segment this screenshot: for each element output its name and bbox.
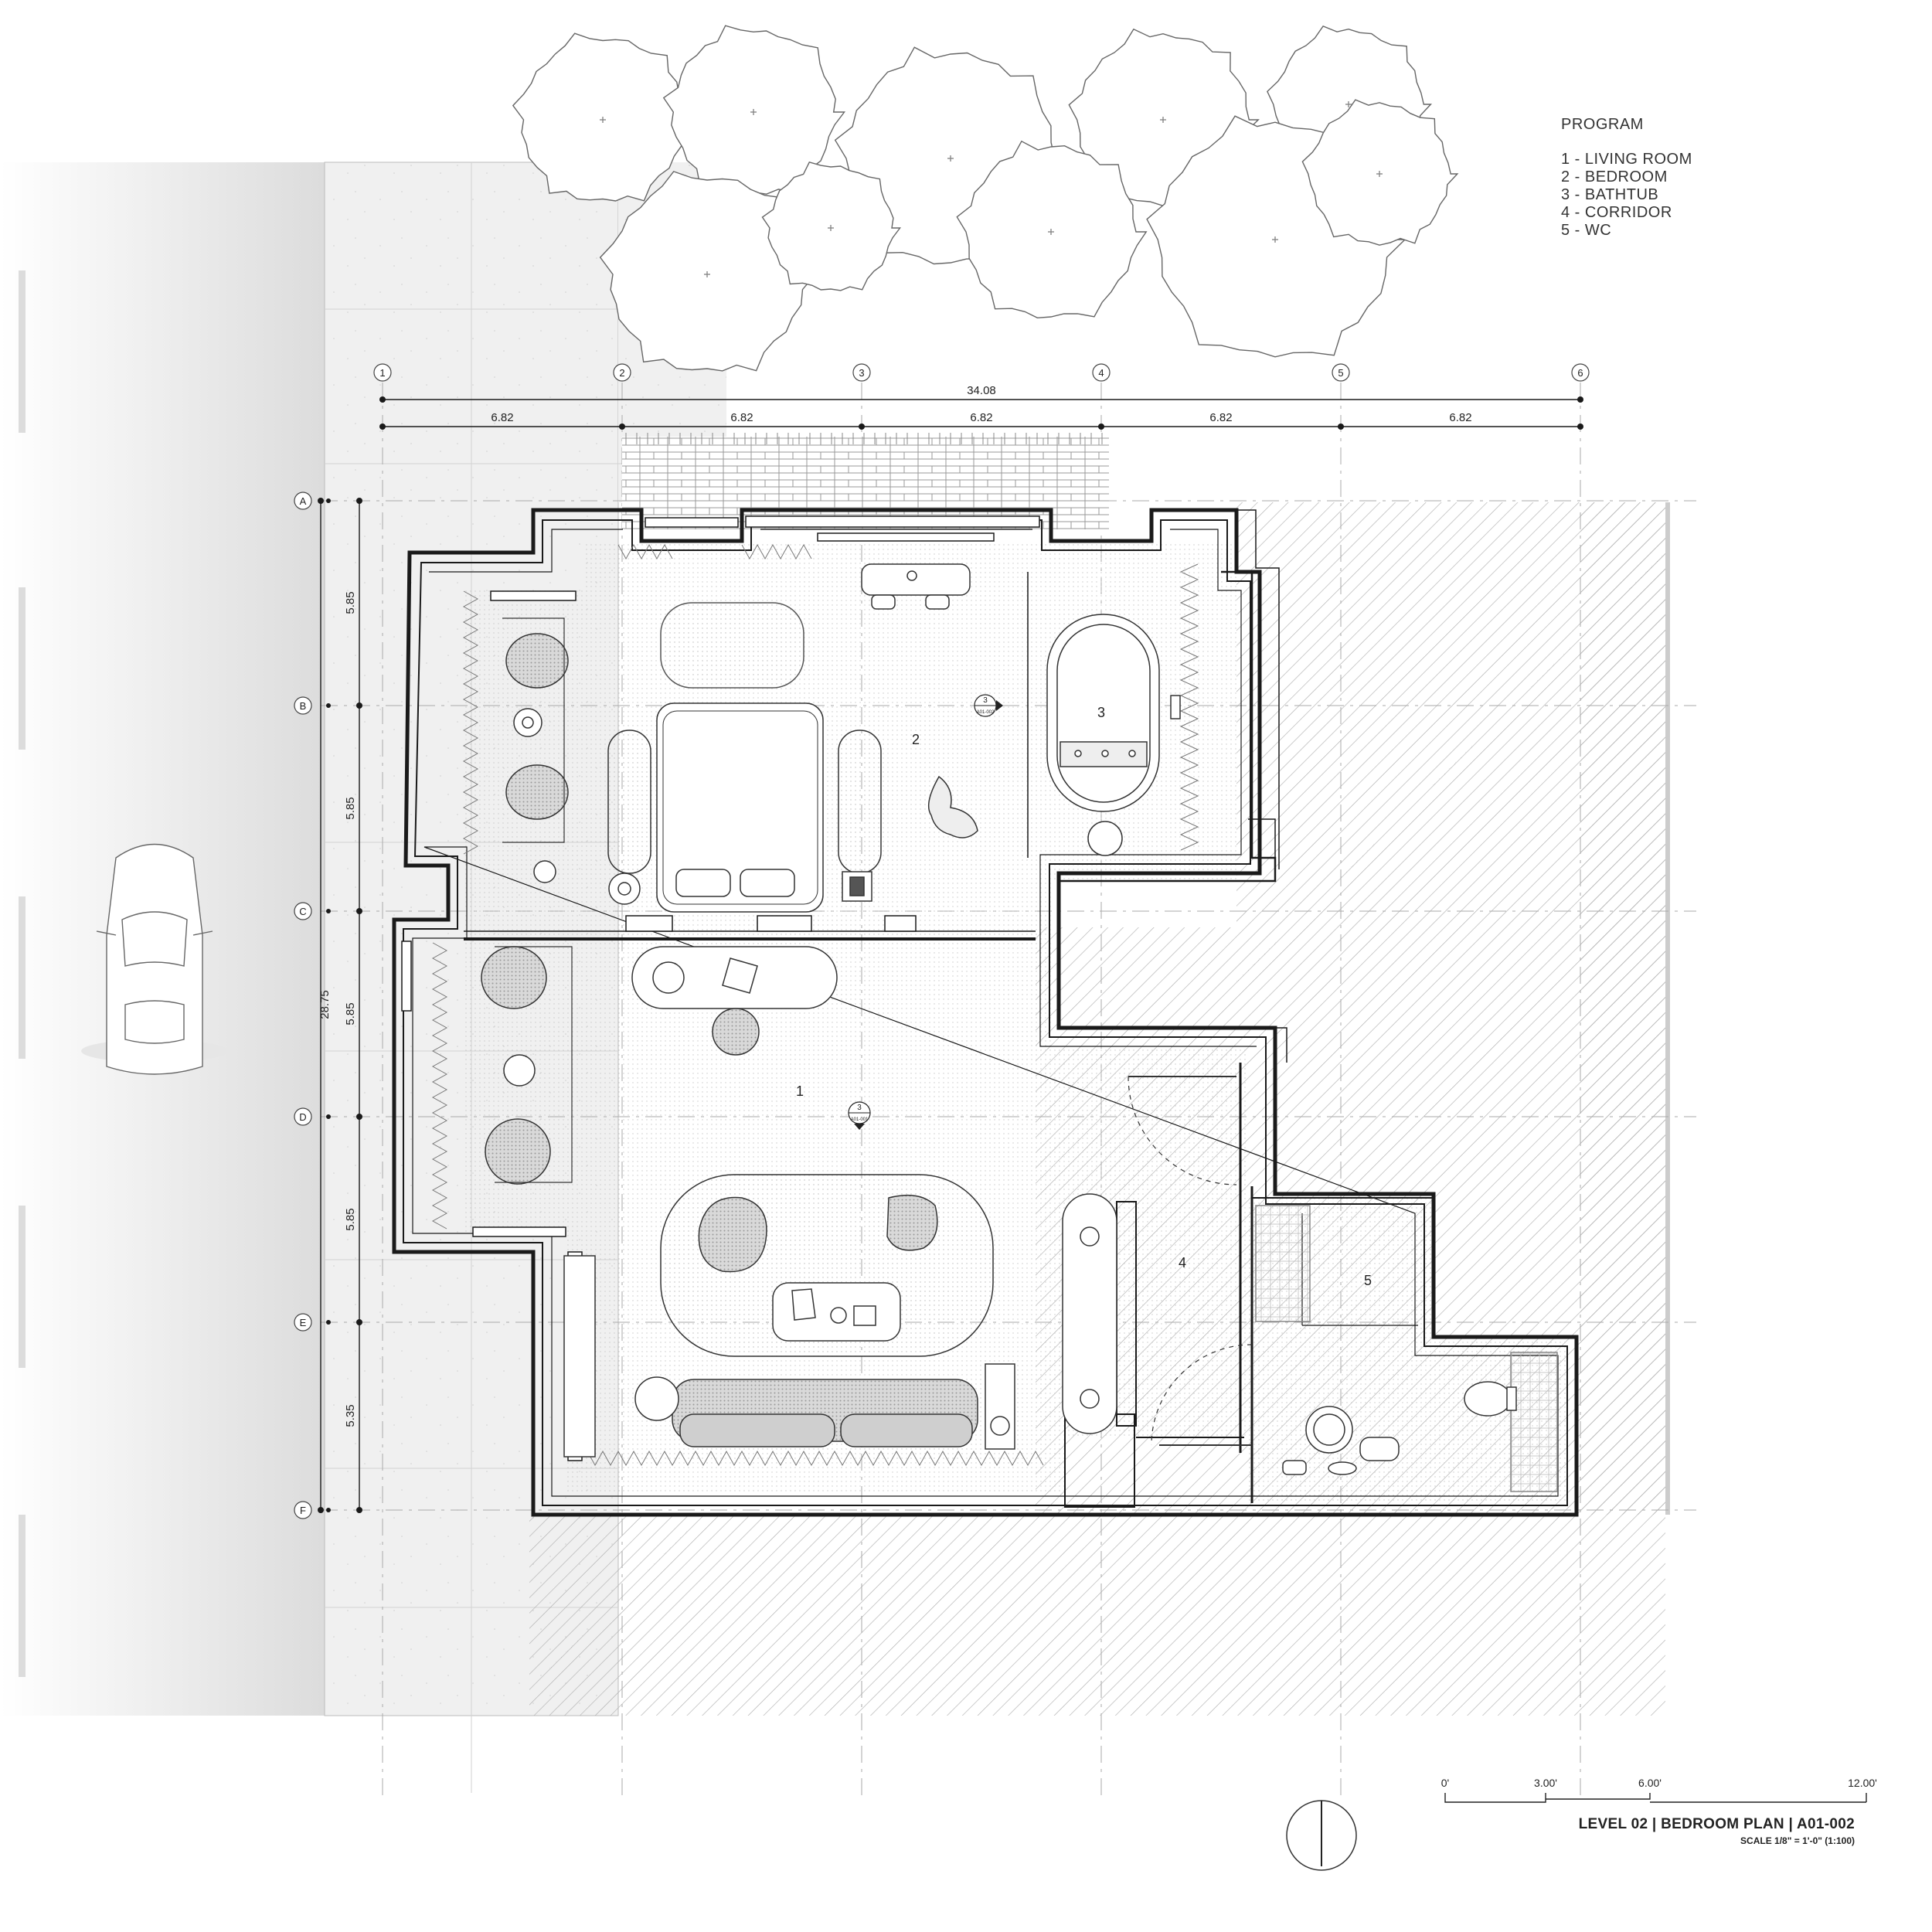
column-spacing-4: 6.82 [1209,411,1232,424]
program-item-corridor: 4 - CORRIDOR [1561,204,1672,221]
row-spacing-dimensions: 5.85 5.85 5.85 5.85 5.35 [344,591,357,1427]
scale-tick-6: 6.00' [1638,1777,1662,1789]
lounge-chair [698,1196,767,1273]
grid-row-label: C [299,906,306,917]
section-marker-bedroom: 3 A01-002 [974,694,1003,717]
room-label-bedroom: 2 [912,732,920,747]
grid-row-bubble: C [294,902,312,920]
program-item-living-room: 1 - LIVING ROOM [1561,151,1692,168]
brick-wall-fence [625,433,1103,444]
column-spacing-5: 6.82 [1449,411,1471,424]
row-spacing-4: 5.85 [344,1208,357,1230]
grid-row-bubble: D [294,1107,312,1126]
grid-column-bubble: 4 [1092,363,1111,382]
doors [1128,1076,1253,1446]
title-block: LEVEL 02 | BEDROOM PLAN | A01-002 SCALE … [1579,1816,1855,1846]
toilet [1464,1381,1512,1417]
grid-column-label: 6 [1577,367,1583,379]
column-spacing-2: 6.82 [730,411,753,424]
room-label-corridor: 4 [1179,1255,1186,1270]
bed-rug-left [607,730,651,874]
room-label-bathtub: 3 [1097,705,1105,720]
scale-bar-ticks: 0' 3.00' 6.00' 12.00' [1441,1777,1877,1789]
wc-fixtures [1255,1205,1558,1492]
section-marker-bedroom-number: 3 [983,696,988,705]
grid-column-bubble: 5 [1332,363,1350,382]
bed [656,702,824,913]
program-item-bedroom: 2 - BEDROOM [1561,168,1668,185]
grid-column-bubble: 1 [373,363,392,382]
program-legend: PROGRAM 1 - LIVING ROOM 2 - BEDROOM 3 - … [1561,116,1692,240]
grid-column-label: 3 [859,367,864,379]
grid-column-bubble: 3 [852,363,871,382]
section-marker-living: 3 A01-001 [848,1101,871,1130]
bench [660,602,804,689]
road-lane-markings [19,270,26,1677]
program-title: PROGRAM [1561,116,1644,133]
drawing-scale: SCALE 1/8" = 1'-0" (1:100) [1740,1835,1855,1846]
room-label-wc: 5 [1364,1273,1372,1288]
row-spacing-2: 5.85 [344,797,357,819]
grid-column-bubble: 6 [1571,363,1590,382]
drawing-title: LEVEL 02 | BEDROOM PLAN | A01-002 [1578,1816,1855,1832]
grid-row-label: B [300,700,307,712]
scale-bar [1444,1793,1867,1803]
grid-row-label: A [300,495,307,507]
grid-column-label: 5 [1338,367,1343,379]
grid-column-bubble: 2 [613,363,631,382]
bathtub-fixtures [1046,614,1181,856]
grid-row-bubble: E [294,1313,312,1332]
dimension-lines [320,399,1580,1510]
lounge-chair [886,1194,938,1251]
bedroom-furniture [502,563,978,913]
tree-canopies [512,25,1459,372]
grid-row-bubble: A [294,492,312,510]
room-label-living: 1 [796,1083,804,1099]
overall-width-dimension: 34.08 [967,384,996,397]
grid-column-label: 4 [1098,367,1104,379]
exterior-walls [392,508,1579,1517]
row-spacing-1: 5.85 [344,591,357,614]
bed-rug-right [838,730,882,874]
section-marker-living-sheet: A01-001 [851,1117,869,1122]
section-marker-living-number: 3 [857,1104,862,1112]
pillow [740,869,795,897]
scale-tick-12: 12.00' [1848,1777,1877,1789]
car-top-view [81,843,228,1075]
scale-tick-3: 3.00' [1534,1777,1557,1789]
column-spacing-1: 6.82 [491,411,513,424]
grid-row-bubbles: A B C D E F [294,492,312,1519]
pillow [675,869,731,897]
living-room-furniture [481,946,1117,1458]
grid-column-bubbles: 1 2 3 4 5 6 [373,363,1590,382]
column-spacing-3: 6.82 [970,411,992,424]
room-labels: 1 2 3 4 5 [796,705,1372,1288]
program-item-bathtub: 3 - BATHTUB [1561,186,1659,203]
basin [1305,1406,1353,1454]
grid-row-bubble: F [294,1501,312,1519]
brick-wall [622,437,1109,529]
grid-row-bubble: B [294,696,312,715]
grid-column-label: 2 [619,367,624,379]
row-spacing-5: 5.35 [344,1404,357,1427]
section-marker-bedroom-sheet: A01-002 [977,710,995,715]
program-item-wc: 5 - WC [1561,222,1612,239]
scale-tick-0: 0' [1441,1777,1449,1789]
row-spacing-3: 5.85 [344,1002,357,1025]
grid-row-label: D [299,1111,306,1123]
column-spacing-dimensions: 6.82 6.82 6.82 6.82 6.82 [491,411,1471,424]
curtains [431,543,1199,1467]
grid-column-label: 1 [379,367,385,379]
grid-row-label: E [300,1317,307,1328]
overall-height-dimension: 28.75 [318,990,332,1019]
grid-row-label: F [300,1505,306,1516]
north-arrow-icon [1286,1800,1357,1871]
dimension-ticks [318,396,1583,1513]
